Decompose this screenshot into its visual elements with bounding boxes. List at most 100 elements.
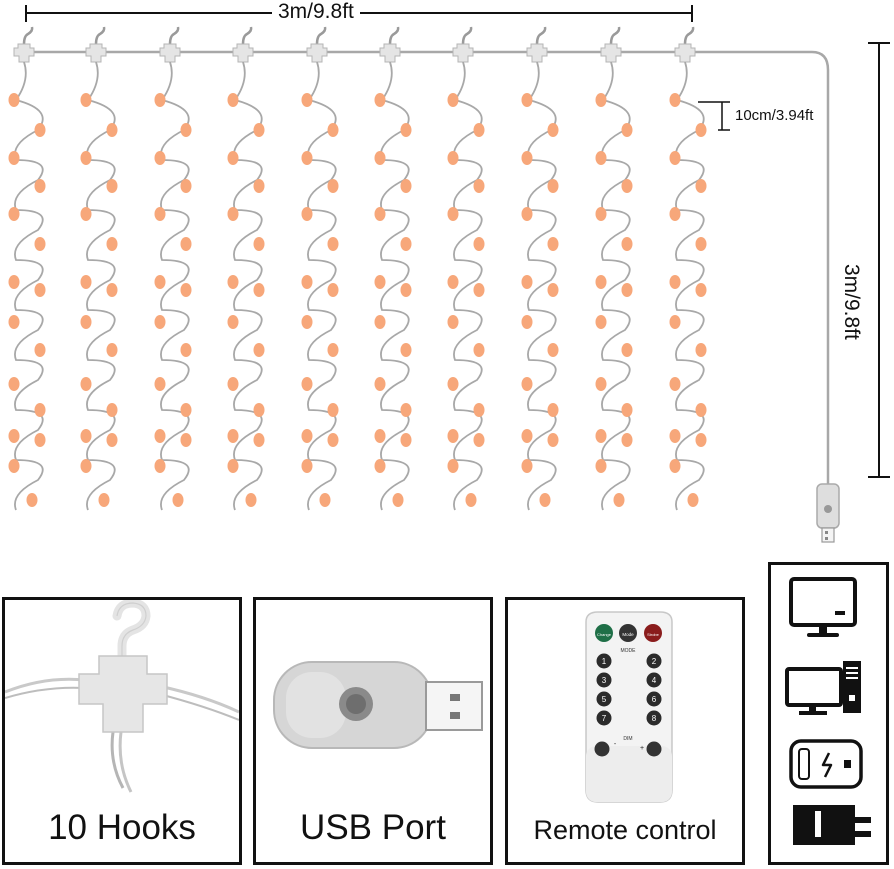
power-sources-panel xyxy=(768,562,889,865)
led-bulb xyxy=(8,377,20,391)
led-bulb xyxy=(447,459,459,473)
strand-clip xyxy=(452,43,474,63)
led-bulb xyxy=(447,377,459,391)
strand-clip xyxy=(600,43,622,63)
light-strand xyxy=(447,26,485,511)
led-bulb xyxy=(34,433,46,447)
led-bulb xyxy=(180,237,192,251)
remote-number-button xyxy=(646,691,662,707)
led-bulb xyxy=(8,429,20,443)
led-bulb xyxy=(172,493,184,507)
remote-number-label: 8 xyxy=(652,714,657,723)
led-bulb xyxy=(301,275,313,289)
led-bulb xyxy=(80,377,92,391)
led-bulb xyxy=(180,123,192,137)
led-bulb xyxy=(669,207,681,221)
usb-controller xyxy=(816,483,840,543)
led-bulb xyxy=(547,179,559,193)
remote-strobe-label: Strobe xyxy=(647,632,660,637)
led-bulb xyxy=(473,343,485,357)
led-bulb xyxy=(180,433,192,447)
remote-number-button xyxy=(646,710,662,726)
led-bulb xyxy=(26,493,38,507)
strand-hook-icon xyxy=(22,26,34,45)
led-bulb xyxy=(319,493,331,507)
light-strand xyxy=(669,26,707,511)
led-bulb xyxy=(106,179,118,193)
led-bulb xyxy=(400,343,412,357)
led-bulb xyxy=(253,123,265,137)
led-bulb xyxy=(547,343,559,357)
led-bulb xyxy=(521,429,533,443)
led-bulb xyxy=(154,429,166,443)
led-bulb xyxy=(154,459,166,473)
led-bulb xyxy=(180,343,192,357)
power-bank-icon xyxy=(789,739,863,789)
led-bulb xyxy=(695,179,707,193)
strand-clip xyxy=(85,43,107,63)
led-bulb xyxy=(106,237,118,251)
remote-minus-label: - xyxy=(614,741,617,748)
led-bulb xyxy=(447,151,459,165)
led-bulb xyxy=(34,343,46,357)
led-bulb xyxy=(154,93,166,107)
led-bulb xyxy=(327,179,339,193)
led-bulb xyxy=(34,179,46,193)
strand-clip xyxy=(674,43,696,63)
led-bulb xyxy=(400,123,412,137)
led-bulb xyxy=(595,377,607,391)
desktop-computer-icon xyxy=(785,661,861,715)
led-bulb xyxy=(521,377,533,391)
led-bulb xyxy=(669,275,681,289)
led-bulb xyxy=(253,283,265,297)
led-bulb xyxy=(253,179,265,193)
remote-number-label: 7 xyxy=(602,714,607,723)
remote-number-label: 1 xyxy=(602,657,607,666)
led-bulb xyxy=(473,433,485,447)
led-bulb xyxy=(180,283,192,297)
led-bulb xyxy=(447,315,459,329)
led-bulb xyxy=(227,275,239,289)
remote-dim-label: DIM xyxy=(623,736,632,742)
light-strand xyxy=(374,26,412,511)
led-bulb xyxy=(400,433,412,447)
light-strand xyxy=(595,26,633,511)
led-bulb xyxy=(669,459,681,473)
led-bulb xyxy=(621,433,633,447)
remote-mode-label: MODE xyxy=(621,648,637,654)
remote-number-label: 3 xyxy=(602,676,607,685)
strand-hook-icon xyxy=(609,26,621,45)
led-bulb xyxy=(301,459,313,473)
led-bulb xyxy=(473,283,485,297)
remote-number-button xyxy=(596,653,612,669)
usb-plug-icon xyxy=(273,661,483,749)
led-bulb xyxy=(374,315,386,329)
led-bulb xyxy=(227,151,239,165)
led-bulb xyxy=(106,123,118,137)
led-bulb xyxy=(392,493,404,507)
led-bulb xyxy=(521,93,533,107)
led-bulb xyxy=(669,315,681,329)
wall-plug-icon xyxy=(793,805,871,845)
remote-number-button xyxy=(646,653,662,669)
remote-number-button xyxy=(646,672,662,688)
led-bulb xyxy=(695,433,707,447)
led-bulb xyxy=(595,151,607,165)
led-bulb xyxy=(521,275,533,289)
led-bulb xyxy=(301,207,313,221)
led-bulb xyxy=(8,459,20,473)
led-bulb xyxy=(227,207,239,221)
led-bulb xyxy=(106,433,118,447)
led-bulb xyxy=(669,377,681,391)
strand-hook-icon xyxy=(683,26,695,45)
led-bulb xyxy=(374,207,386,221)
remote-top-buttons: Change Mode Strobe xyxy=(595,624,662,642)
led-bulb xyxy=(539,493,551,507)
strand-hook-icon xyxy=(535,26,547,45)
light-strand xyxy=(521,26,559,511)
led-bulb xyxy=(595,275,607,289)
led-bulb xyxy=(227,459,239,473)
